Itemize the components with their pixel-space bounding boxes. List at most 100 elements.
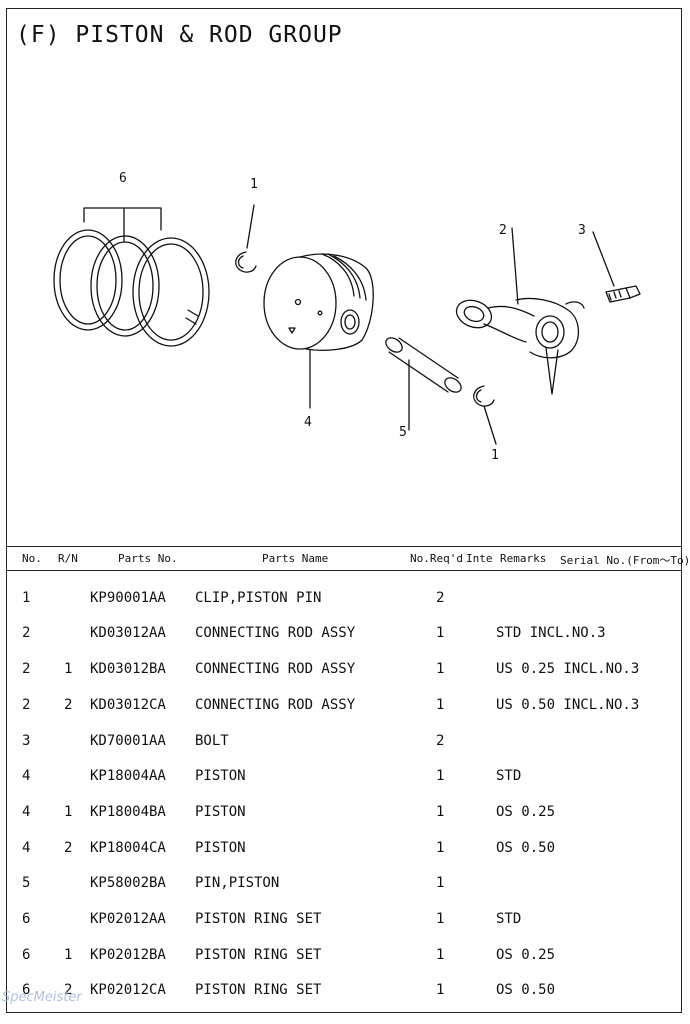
callout-5: 5 [399, 425, 407, 440]
cell-remarks: OS 0.25 [496, 947, 556, 963]
cell-no: 6 [22, 911, 31, 927]
page-frame [6, 8, 682, 1013]
table-row: 3 KD70001AA BOLT 2 [6, 733, 682, 769]
cell-req: 1 [436, 625, 445, 641]
cell-parts-no: KD70001AA [90, 733, 166, 749]
cell-req: 1 [436, 947, 445, 963]
cell-no: 2 [22, 661, 31, 677]
cell-rn: 2 [64, 982, 73, 998]
cell-rn: 1 [64, 947, 73, 963]
callout-3: 3 [578, 223, 586, 238]
exploded-parts-diagram: 6 1 2 3 4 5 1 [53, 171, 641, 463]
cell-parts-name: CONNECTING ROD ASSY [195, 661, 356, 677]
cell-rn: 1 [64, 661, 73, 677]
cell-parts-no: KP18004AA [90, 768, 166, 784]
table-row: 4 1 KP18004BA PISTON 1 OS 0.25 [6, 804, 682, 840]
cell-parts-no: KP90001AA [90, 590, 166, 606]
cell-parts-no: KP02012CA [90, 982, 166, 998]
cell-rn: 2 [64, 840, 73, 856]
page-title: (F) PISTON & ROD GROUP [16, 22, 343, 48]
cell-no: 4 [22, 804, 31, 820]
cell-no: 6 [22, 982, 31, 998]
bolt-drawing [592, 231, 641, 303]
cell-no: 4 [22, 768, 31, 784]
cell-req: 1 [436, 661, 445, 677]
table-row: 1 KP90001AA CLIP,PISTON PIN 2 [6, 590, 682, 626]
callout-6: 6 [119, 171, 127, 186]
cell-req: 1 [436, 875, 445, 891]
table-row: 2 1 KD03012BA CONNECTING ROD ASSY 1 US 0… [6, 661, 682, 697]
cell-parts-no: KD03012AA [90, 625, 166, 641]
table-row: 4 2 KP18004CA PISTON 1 OS 0.50 [6, 840, 682, 876]
cell-no: 1 [22, 590, 31, 606]
cell-req: 1 [436, 697, 445, 713]
cell-parts-name: PISTON [195, 768, 246, 784]
table-top-rule [6, 546, 682, 547]
cell-no: 6 [22, 947, 31, 963]
cell-parts-no: KP58002BA [90, 875, 166, 891]
clip-bottom-drawing [473, 385, 497, 445]
cell-req: 1 [436, 804, 445, 820]
cell-parts-name: PISTON [195, 804, 246, 820]
header-no: No. [22, 552, 42, 565]
cell-remarks: STD [496, 768, 522, 784]
cell-parts-no: KP18004CA [90, 840, 166, 856]
cell-remarks: STD [496, 911, 522, 927]
cell-remarks: OS 0.50 [496, 840, 556, 856]
cell-req: 2 [436, 590, 445, 606]
cell-remarks: OS 0.50 [496, 982, 556, 998]
header-serial: Serial No.(From～To) [560, 554, 690, 567]
cell-parts-no: KP02012BA [90, 947, 166, 963]
cell-parts-name: PIN,PISTON [195, 875, 280, 891]
cell-no: 4 [22, 840, 31, 856]
cell-req: 1 [436, 982, 445, 998]
cell-req: 2 [436, 733, 445, 749]
watermark-logo: SpecMeister [2, 990, 82, 1005]
cell-parts-no: KD03012BA [90, 661, 166, 677]
cell-parts-name: CLIP,PISTON PIN [195, 590, 322, 606]
cell-req: 1 [436, 911, 445, 927]
cell-parts-no: KP02012AA [90, 911, 166, 927]
table-row: 6 KP02012AA PISTON RING SET 1 STD [6, 911, 682, 947]
header-rn: R/N [58, 552, 78, 565]
callout-1-top: 1 [250, 177, 258, 192]
connecting-rod-drawing [455, 227, 585, 395]
clip-top-drawing [235, 204, 257, 273]
table-row: 6 2 KP02012CA PISTON RING SET 1 OS 0.50 [6, 982, 682, 1018]
cell-parts-no: KD03012CA [90, 697, 166, 713]
cell-no: 3 [22, 733, 31, 749]
callout-4: 4 [304, 415, 312, 430]
table-header-rule [6, 570, 682, 571]
cell-parts-name: CONNECTING ROD ASSY [195, 697, 356, 713]
table-row: 6 1 KP02012BA PISTON RING SET 1 OS 0.25 [6, 947, 682, 983]
piston-ring-set-drawing [53, 207, 210, 347]
cell-no: 2 [22, 697, 31, 713]
cell-remarks: OS 0.25 [496, 804, 556, 820]
callout-2: 2 [499, 223, 507, 238]
header-remarks: Remarks [500, 552, 547, 565]
header-parts-no: Parts No. [118, 552, 178, 565]
cell-rn: 2 [64, 697, 73, 713]
cell-parts-name: PISTON RING SET [195, 982, 322, 998]
header-inte: Inte [466, 552, 493, 565]
cell-parts-no: KP18004BA [90, 804, 166, 820]
table-row: 2 2 KD03012CA CONNECTING ROD ASSY 1 US 0… [6, 697, 682, 733]
table-row: 4 KP18004AA PISTON 1 STD [6, 768, 682, 804]
cell-remarks: US 0.50 INCL.NO.3 [496, 697, 640, 713]
cell-no: 5 [22, 875, 31, 891]
cell-parts-name: PISTON RING SET [195, 947, 322, 963]
cell-remarks: US 0.25 INCL.NO.3 [496, 661, 640, 677]
cell-req: 1 [436, 768, 445, 784]
table-row: 2 KD03012AA CONNECTING ROD ASSY 1 STD IN… [6, 625, 682, 661]
cell-rn: 1 [64, 804, 73, 820]
header-req: No.Req'd [410, 552, 463, 565]
cell-parts-name: PISTON RING SET [195, 911, 322, 927]
cell-parts-name: CONNECTING ROD ASSY [195, 625, 356, 641]
cell-remarks: STD INCL.NO.3 [496, 625, 606, 641]
callout-1-bottom: 1 [491, 448, 499, 463]
piston-pin-drawing [385, 337, 462, 431]
cell-req: 1 [436, 840, 445, 856]
cell-parts-name: PISTON [195, 840, 246, 856]
cell-parts-name: BOLT [195, 733, 229, 749]
piston-drawing [263, 253, 374, 409]
